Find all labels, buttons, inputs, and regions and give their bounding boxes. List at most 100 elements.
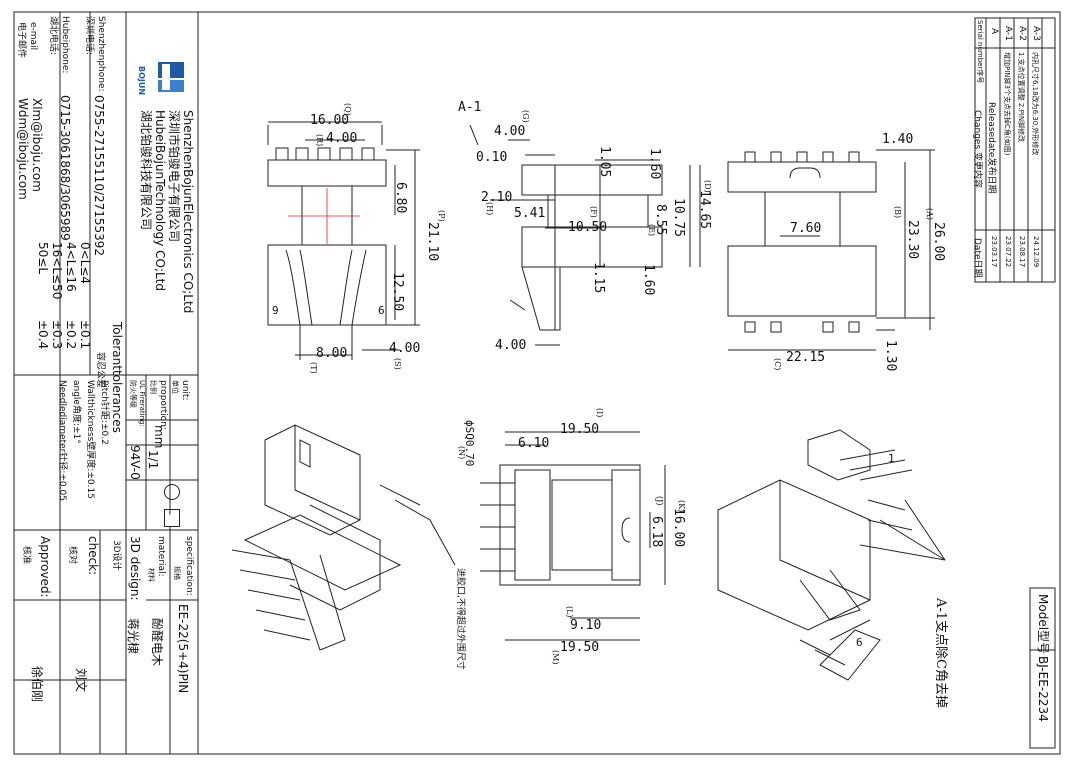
company-name-cn-2: 湖北铂骏科技有限公司 [139, 110, 153, 231]
company-logo [158, 62, 184, 92]
dim-bottom-1950: 19.50 [560, 422, 600, 437]
unit-cn: 单位 [171, 380, 179, 394]
model-value: BJ-EE-2234 [1036, 656, 1050, 722]
check-label: check: [86, 536, 100, 576]
logo-text: BOJUN [137, 66, 146, 96]
proportion-value: 1/1 [146, 450, 160, 470]
side-view [469, 124, 701, 346]
hubei-phone: 0715-3061868/3065989 [58, 95, 72, 241]
tolerance-title: Toleranttolerances [110, 322, 124, 433]
tolerance-value-2: ±0.2 [64, 320, 78, 350]
dim-top-letter-p: (P) [437, 210, 446, 222]
email-cn-label: 电子邮件 [16, 22, 26, 59]
dim-side-541: 5.41 [514, 206, 546, 221]
pin-label-1: 1 [888, 452, 895, 465]
dim-side-160: 1.60 [647, 148, 662, 180]
dim-bottom-1600: 16.00 [671, 508, 686, 548]
approved-label: Approved: [38, 536, 52, 598]
dim-side-115: 1.15 [591, 262, 606, 294]
dim-front-2330: 23.30 [905, 220, 920, 260]
dim-front-letter-b: (B) [893, 206, 902, 219]
dim-front-140: 1.40 [882, 132, 914, 147]
change-serial-a3: A-3 [1031, 26, 1041, 41]
dim-front-letter-a: (A) [925, 208, 934, 221]
dim-top-letter-q: (Q) [343, 103, 352, 116]
changes-col-serial: Serial number序号 [976, 20, 984, 84]
dim-top-letter-s: (S) [393, 358, 402, 370]
dim-side-letter-e: (E) [647, 224, 656, 237]
unit-label: unit: [180, 380, 190, 401]
check-cn: 核对 [67, 546, 77, 565]
material-label: material: [156, 536, 166, 577]
dim-front-2215: 22.15 [786, 350, 826, 365]
tolerance-range-3: 16<L≤50 [50, 242, 64, 300]
proportion-cn: 比例 [149, 380, 157, 394]
tolerance-range-2: 4<L≤16 [64, 242, 78, 292]
tolerance-value-4: ±0.4 [36, 320, 50, 350]
change-date-a2: 23.08.17 [1018, 236, 1026, 268]
changes-col-date: Date日期 [972, 238, 982, 278]
design-value: 蒋光棣 [126, 618, 140, 655]
change-serial-a1: A-1 [1003, 26, 1013, 41]
note-gate: 进胶口,不得超过外围尺寸 [455, 568, 465, 670]
dim-top-4: 4.00 [326, 131, 358, 146]
approved-value: 徐伯刚 [30, 666, 44, 703]
proportion-label: proportion: [158, 380, 168, 430]
change-text-a1: 增加PIN脚3个支点去掉C角(如图) [1003, 52, 1011, 156]
dim-side-400b: 4.00 [495, 338, 527, 353]
spec-value: EE-22(5+4)PIN [176, 604, 190, 694]
dim-bottom-letter-i: (I) [595, 408, 604, 418]
dim-side-105: 1.05 [597, 146, 612, 178]
hubei-cn-label: 湖北电话: [48, 16, 58, 56]
dim-front-2600: 26.00 [931, 222, 946, 262]
dim-side-letter-d: (D) [703, 180, 712, 193]
spec-label: specification: [184, 536, 194, 596]
note-needle: Needlediameter针径:±0.05 [57, 380, 67, 501]
shenzhen-cn-label: 深圳电话: [84, 16, 94, 56]
change-date-a3: 24.12.09 [1032, 236, 1040, 268]
change-serial-a2: A-2 [1017, 26, 1027, 41]
change-text-a: Releasedate发布日期 [986, 102, 996, 194]
tolerance-value-3: ±0.3 [50, 320, 64, 350]
change-serial-a: A [989, 28, 999, 35]
dim-top-letter-t: (T) [309, 362, 318, 374]
dim-side-letter-h: (H) [485, 202, 494, 216]
projection-cone-icon [164, 509, 180, 527]
company-name-en-2: HubeiBojunTechnology CO;Ltd [153, 110, 167, 291]
shenzhen-phone: 0755-27155110/27155392 [92, 95, 106, 257]
dim-front-letter-c: (C) [773, 358, 782, 371]
dim-side-letter-f: (F) [589, 206, 598, 218]
dim-bottom-letter-m: (M) [551, 650, 560, 665]
tolerance-value-1: ±0.1 [78, 320, 92, 350]
dim-bottom-letter-l: (L) [565, 606, 574, 618]
bottom-view [480, 431, 666, 641]
iso-view-left [231, 424, 456, 651]
dim-top-2110: 21.10 [425, 222, 440, 262]
projection-symbol-icon [164, 484, 180, 500]
company-name-cn-1: 深圳市铂骏电子有限公司 [167, 110, 181, 243]
change-text-a3: 内孔尺寸6.18改为6.30,外形修改 [1031, 52, 1039, 156]
note-pitch: Pitch针距:±0.2 [99, 380, 109, 445]
change-date-a1: 23.07.22 [1004, 236, 1012, 268]
change-date-a: 23.03.17 [990, 236, 998, 268]
tolerance-range-1: 0<L≤4 [78, 242, 92, 285]
dim-bottom-letter-j: (J) [655, 496, 664, 506]
dim-side-400: 4.00 [494, 124, 526, 139]
dim-bottom-letter-k: (K) [677, 500, 686, 513]
note-support: A-1支点除C角去掉 [933, 598, 948, 708]
dim-side-1075: 10.75 [671, 198, 686, 238]
dim-top-letter-r: (R) [315, 134, 324, 147]
front-view [727, 149, 935, 351]
design-label: 3D design: [128, 536, 142, 601]
ul-value: 94V-0 [128, 445, 142, 480]
dim-bottom-910: 9.10 [570, 618, 602, 633]
dim-front-760: 7.60 [790, 221, 822, 236]
approved-cn: 核准 [21, 546, 31, 565]
tolerance-range-4: 50≤L [36, 242, 50, 275]
dim-top-800: 8.00 [316, 346, 348, 361]
dim-side-010: 0.10 [476, 150, 508, 165]
dim-bottom-1950b: 19.50 [560, 640, 600, 655]
dim-top-400b: 4.00 [389, 341, 421, 356]
changes-col-changes: Changes 变更内容 [972, 110, 982, 189]
iso-view-right [717, 429, 946, 681]
